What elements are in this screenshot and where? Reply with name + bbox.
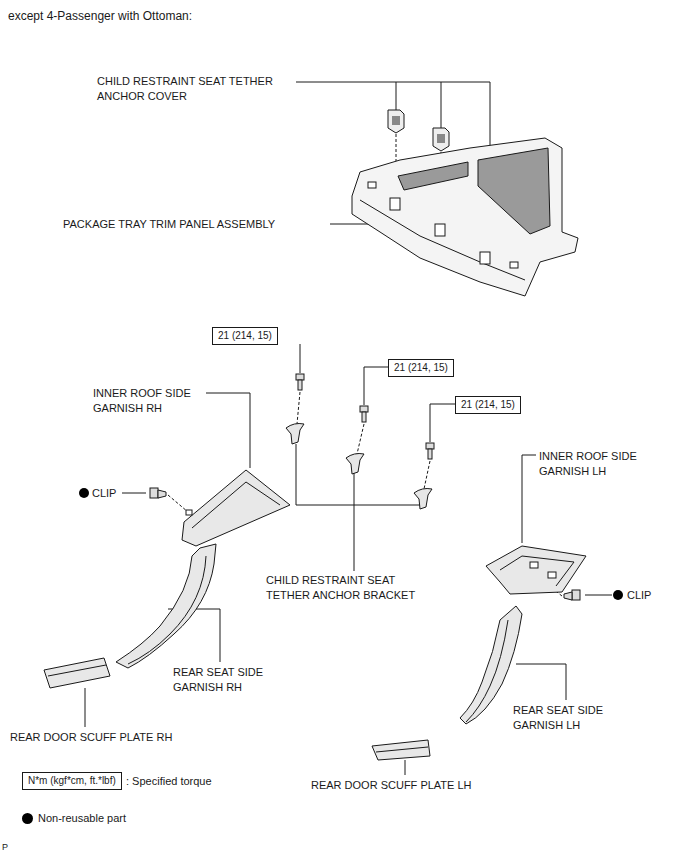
part-label: CLIP <box>627 588 651 603</box>
unit-legend-box: N*m (kgf*cm, ft.*lbf) <box>22 772 122 790</box>
part-label: INNER ROOF SIDE GARNISH LH <box>539 449 649 479</box>
part-label: INNER ROOF SIDE GARNISH RH <box>93 386 203 416</box>
box-text: 21 (214, 15) <box>461 399 515 410</box>
part-label: REAR SEAT SIDE GARNISH RH <box>173 665 283 695</box>
page-code: P <box>2 840 8 852</box>
part-label: REAR DOOR SCUFF PLATE RH <box>10 730 172 745</box>
part-label: REAR DOOR SCUFF PLATE LH <box>311 778 472 793</box>
legend-text: : Specified torque <box>126 774 212 789</box>
part-label: PACKAGE TRAY TRIM PANEL ASSEMBLY <box>63 217 275 232</box>
torque-box: 21 (214, 15) <box>388 359 454 377</box>
box-text: 21 (214, 15) <box>394 362 448 373</box>
box-text: 21 (214, 15) <box>218 330 272 341</box>
legend-dot <box>22 813 33 824</box>
part-label: REAR SEAT SIDE GARNISH LH <box>513 703 623 733</box>
part-label: CHILD RESTRAINT SEAT TETHER ANCHOR COVER <box>97 74 302 104</box>
part-label: CLIP <box>92 486 116 501</box>
diagram-title: except 4-Passenger with Ottoman: <box>8 9 192 24</box>
part-label: CHILD RESTRAINT SEAT TETHER ANCHOR BRACK… <box>266 573 438 603</box>
torque-box: 21 (214, 15) <box>212 327 278 345</box>
legend-text: Non-reusable part <box>38 811 126 826</box>
torque-box: 21 (214, 15) <box>455 396 521 414</box>
box-text: N*m (kgf*cm, ft.*lbf) <box>28 775 116 786</box>
